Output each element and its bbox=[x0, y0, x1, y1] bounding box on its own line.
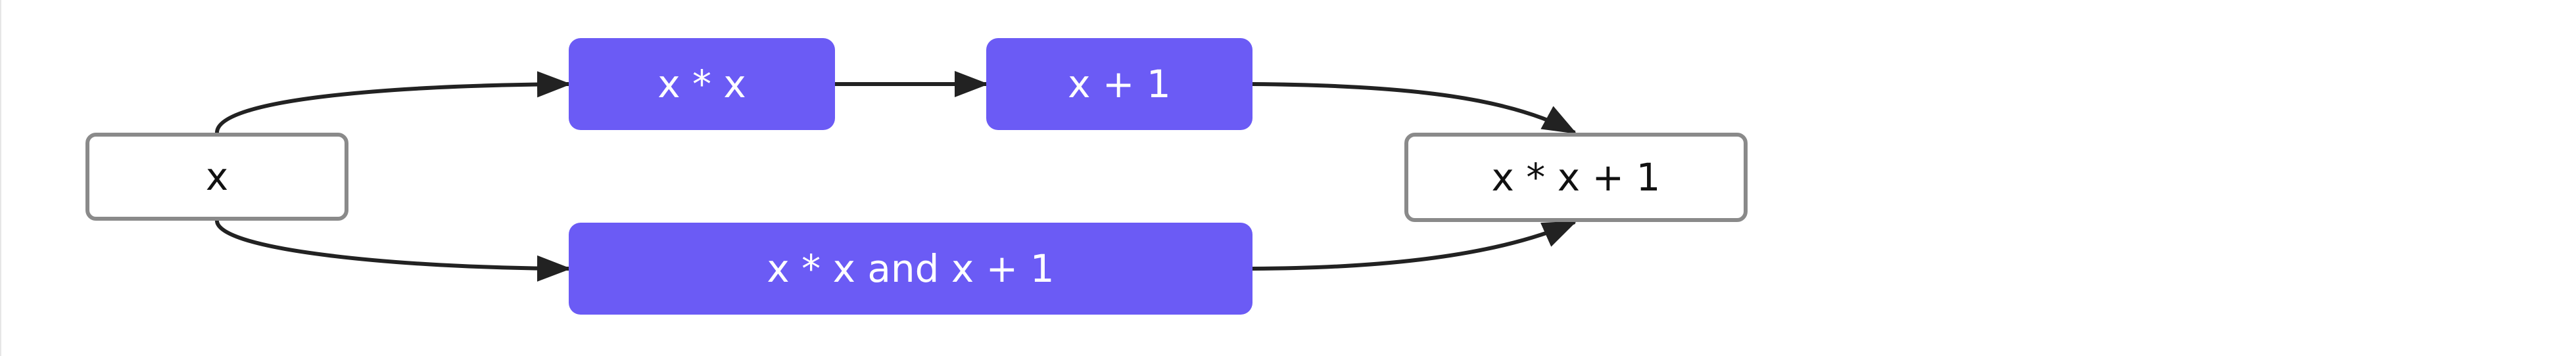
combined-node: x * x and x + 1 bbox=[569, 223, 1252, 315]
edge-input-to-square bbox=[215, 71, 571, 133]
edge-input-to-combined bbox=[215, 220, 571, 282]
increment-node: x + 1 bbox=[986, 38, 1252, 130]
edge-increment-to-output bbox=[1252, 82, 1577, 135]
output-node: x * x + 1 bbox=[1404, 133, 1748, 222]
left-border bbox=[0, 0, 1, 356]
edge-combined-to-output bbox=[1252, 220, 1577, 271]
square-node: x * x bbox=[569, 38, 835, 130]
input-node: x bbox=[85, 133, 348, 221]
